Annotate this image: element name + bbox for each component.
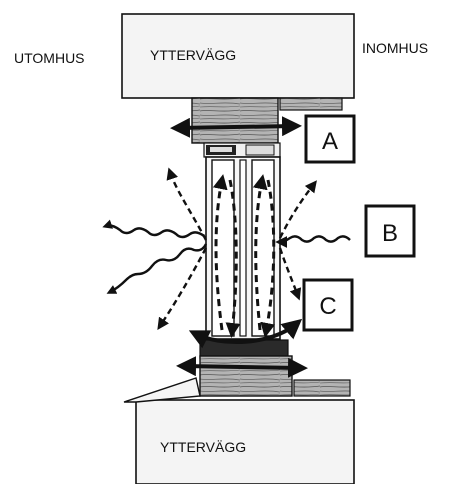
- wall-bottom-label: YTTERVÄGG: [160, 439, 246, 455]
- convection-arrows: [212, 174, 276, 338]
- radiation-arrows-outside: [102, 219, 208, 294]
- wall-top: [121, 13, 355, 99]
- frame-conduction-arrows: [170, 116, 308, 378]
- wall-top-label: YTTERVÄGG: [150, 47, 236, 63]
- window-frame-bottom: [123, 339, 351, 403]
- heat-flow-curves: [157, 167, 317, 330]
- outside-label: UTOMHUS: [14, 50, 85, 66]
- radiation-arrow-inside: [275, 235, 351, 248]
- inside-label: INOMHUS: [362, 40, 428, 56]
- marker-c: C: [302, 278, 354, 332]
- marker-c-label: C: [319, 293, 336, 320]
- marker-a: A: [304, 114, 356, 164]
- wall-bottom: [135, 399, 355, 484]
- marker-a-label: A: [322, 128, 338, 155]
- marker-b-label: B: [382, 220, 398, 247]
- marker-b: B: [364, 204, 416, 258]
